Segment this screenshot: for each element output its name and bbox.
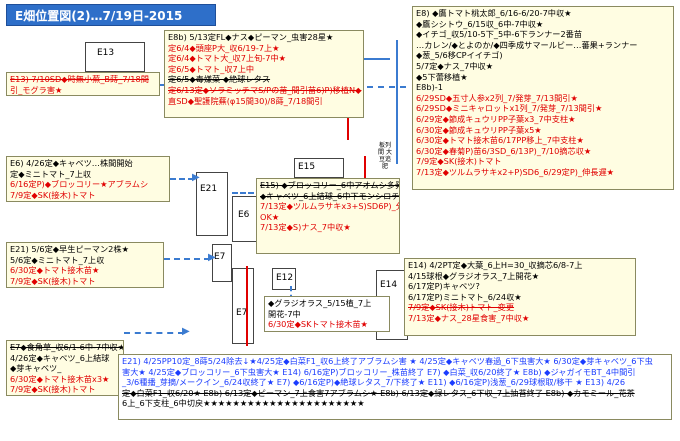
arrow-e21: ▶ <box>208 252 216 263</box>
note-line: ◆葱_5/6移CPイイチゴ) <box>416 50 503 61</box>
note-line: 6/30定◆トマト接木苗x3★ <box>10 373 110 384</box>
note-line: 定6/4◆トマト大_収7上旬-7中★ <box>168 53 286 64</box>
note-line: 4/15球根◆グラジオラス_7上開花★ <box>408 270 540 281</box>
note-line: 7/9定◆SK(接木)トマト <box>10 275 96 286</box>
note-line: 6上_6下支柱_6中切戻★★★★★★★★★★★★★★★★★★★★★★ <box>122 398 365 409</box>
note-line: E15) ◆ブロッコリー_6中アオムシ多発 <box>260 180 400 190</box>
dash-e21 <box>164 258 210 260</box>
note-line: E8b) 5/13定FL◆ナス◆ピーマン_虫害28星★ <box>168 32 334 42</box>
note-line: 開花-7中 <box>268 308 301 319</box>
note-line: 5/7定◆ナス_7中収★ <box>416 60 494 71</box>
note-line: …カレン/◆とよのか/◆四季成サマールビー…蕃果+ランナー <box>416 39 638 50</box>
bed-e13 <box>85 42 145 72</box>
note-line: 7/9定◆SK(接木)トマト_変更 <box>408 302 515 313</box>
rail-right <box>396 40 398 164</box>
note-line: 6/17定P)キャベツ? <box>408 281 480 292</box>
arrow-e7: ▶ <box>182 326 190 337</box>
note-line: 6/16定P)◆ブロッコリー★アブラムシ <box>10 179 149 190</box>
note-line: E8b)-1 <box>416 82 443 93</box>
note-line: 6/17定P)ミニトマト_6/24収★ <box>408 291 522 302</box>
note-line: 直SD◆聖護院蕪(φ15間30)/8蒔_7/18間引 <box>168 95 323 106</box>
note-e15: E15) ◆ブロッコリー_6中アオムシ多発◆キャベツ_6上結球_6中下モンシロチ… <box>256 178 400 254</box>
note-line: 7/13定◆S)ナス_7中収★ <box>260 222 351 233</box>
bed-e7b <box>212 244 232 282</box>
note-line: 4/26定◆キャベツ_6上結球 <box>10 352 110 363</box>
note-line: ◆鷹シシトウ_6/15収_6中-7中収★ <box>416 18 544 29</box>
label-e13: E13 <box>97 48 115 59</box>
label-e15: E15 <box>298 162 316 173</box>
dash-e8 <box>356 86 406 88</box>
note-line: _3/6種播_芽摘/メークイン_6/24収終了★ E7) ◆6/16定P)◆絶球… <box>122 377 626 388</box>
note-line: 6/30定◆トマト接木苗★ <box>10 265 100 276</box>
note-line: ◆イチゴ_収5/10-5下_5中-6下ランナー2番苗 <box>416 29 583 40</box>
arrow-e6: ▶ <box>192 172 200 183</box>
red-bar-c <box>246 266 248 346</box>
note-line: E7◆食角草_収6/1-6中-7中収★ <box>10 342 124 352</box>
page-title: E畑位置図(2)…7/19日-2015 <box>6 4 216 26</box>
note-line: OK★ <box>260 211 280 222</box>
bed-e7 <box>232 268 254 344</box>
note-line: 6/30定◆春菊P)苗6/3SD_6/13P)_7/10摘芯収★ <box>416 145 592 156</box>
label-e14: E14 <box>380 280 398 291</box>
note-line: 6/29SD◆ミニキャロットx1列_7/発芽_7/13間引★ <box>416 103 603 114</box>
note-line: 6/30定◆SKトマト接木苗★ <box>268 319 368 330</box>
dash-e12 <box>290 286 292 300</box>
note-line: ◆芽キャベツ_ <box>10 363 62 374</box>
note-line: E8) ◆鷹トマト桃太郎_6/16-6/20-7中収★ <box>416 8 572 18</box>
note-line: 定6/5◆毒嫌菜 ◆絶球レタス <box>168 74 271 85</box>
note-line: ◆5下蕾移植★ <box>416 71 468 82</box>
note-line: 7/13定◆ナス_28星食害_7中収★ <box>408 312 530 323</box>
note-line: E13) 7/10SD◆時無小蕪_B蒔_7/18間 <box>10 74 149 84</box>
note-bottom: E21) 4/25PP10定_8蒔5/24除去↓★4/25定◆白菜F1_収6上終… <box>118 354 672 420</box>
note-line: ◆グラジオラス_5/15植_7上 <box>268 298 372 308</box>
note-line: E14) 4/2PT定◆大葉_6上H=30_収摘芯6/8-7上 <box>408 260 583 270</box>
note-e8b: E8b) 5/13定FL◆ナス◆ピーマン_虫害28星★定6/4◆頭座P大_収6/… <box>164 30 364 118</box>
note-line: 定6/4◆頭座P大_収6/19-7上★ <box>168 42 280 53</box>
note-line: 7/9定◆SK(接木)トマト <box>416 156 502 167</box>
note-line: E21) 5/6定◆早生ピーマン2株★ <box>10 244 129 254</box>
note-line: 引_モグラ害★ <box>10 84 63 95</box>
note-line: ◆キャベツ_6上結球_6中下モンシロチョウ <box>260 190 400 201</box>
label-e7b: E7 <box>214 252 226 263</box>
note-line: 害大★ 4/25定◆ブロッコリー_6下虫害大★ E14) 6/16定P)ブロッコ… <box>122 366 636 377</box>
dash-e7 <box>124 332 184 334</box>
note-e7: E7◆食角草_収6/1-6中-7中収★4/26定◆キャベツ_6上結球◆芽キャベツ… <box>6 340 124 396</box>
note-line: 7/13定◆ツルムラサキx2+P)SD6_6/29定P)_伸長遅★ <box>416 166 614 177</box>
note-line: 7/9定◆SK(接木)トマト <box>10 189 96 200</box>
note-e13: E13) 7/10SD◆時無小蕪_B蒔_7/18間引_モグラ害★ <box>6 72 160 96</box>
note-line: 定◆ミニトマト_7上収 <box>10 168 92 179</box>
dash-e6 <box>170 178 194 180</box>
note-line: E6) 4/26定◆キャベツ…株間開始 <box>10 158 133 168</box>
note-line: 7/13定◆ツルムラサキx3+S)SD6P)_分割 <box>260 201 400 212</box>
note-e8: E8) ◆鷹トマト桃太郎_6/16-6/20-7中収★◆鷹シシトウ_6/15収_… <box>412 6 674 190</box>
dash-e15 <box>232 192 262 194</box>
note-line: 定6/13定◆ソラミッチマS/Pの苗_間引苗6)P)移植N◆ <box>168 84 362 95</box>
note-line: E21) 4/25PP10定_8蒔5/24除去↓★4/25定◆白菜F1_収6上終… <box>122 356 653 366</box>
note-line: 定6/5◆トマト_収7上中 <box>168 63 255 74</box>
label-e21: E21 <box>200 184 218 195</box>
note-line: 6/29SD◆五寸人参x2列_7/発芽_7/13間引★ <box>416 92 578 103</box>
note-line: 5/6定◆ミニトマト_7上収 <box>10 254 105 265</box>
label-e12: E12 <box>276 273 294 284</box>
note-line: 定◆白菜F1_収6/20★ E8b) 6/13定◆ピーマン_7上食害7アブラムシ… <box>122 387 635 398</box>
label-e6: E6 <box>238 210 250 221</box>
label-kitchen: 板列間 大豆追肥 <box>378 142 392 170</box>
bed-e6 <box>232 196 257 242</box>
note-line: 7/9定◆SK(接木)トマト <box>10 384 96 395</box>
note-line: 6/30定◆トマト接木苗6/17PP移上_7中支柱★ <box>416 135 584 146</box>
label-e7: E7 <box>236 308 248 319</box>
rail-top <box>350 58 390 60</box>
note-line: 6/29定◆節成キュウリPP子葉x3_7中支柱★ <box>416 113 576 124</box>
bed-e21 <box>196 172 228 236</box>
note-line: 6/30定◆節成キュウリPP子葉x5★ <box>416 124 542 135</box>
